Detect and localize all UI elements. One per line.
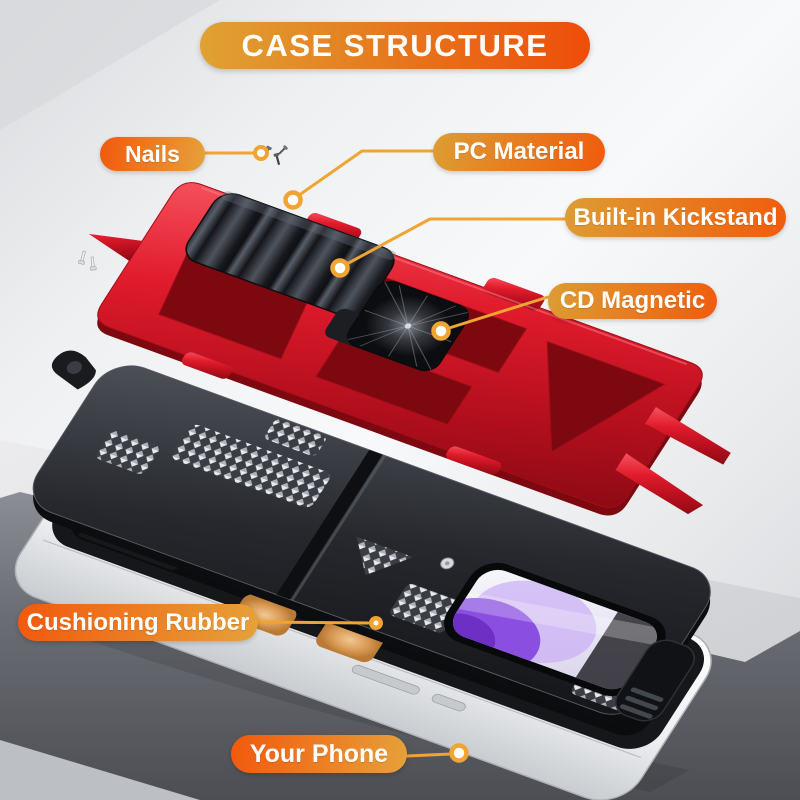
frame-arm <box>615 453 704 515</box>
kickstand-dot <box>330 258 350 278</box>
background-streak <box>0 0 220 130</box>
pc-material-dot <box>283 190 303 210</box>
phone-power-button <box>431 693 466 712</box>
case-hinge-groove <box>276 449 383 600</box>
frame-tab <box>181 352 233 379</box>
case-back <box>32 350 711 724</box>
frame-arm <box>645 406 731 465</box>
knurl-pad <box>96 430 160 474</box>
frame-tab <box>446 446 502 475</box>
callout-built-in-kickstand: Built-in Kickstand <box>565 198 786 237</box>
callout-cd-magnetic: CD Magnetic <box>548 283 717 319</box>
knurl-pad <box>390 584 461 633</box>
frame-tab <box>88 233 143 262</box>
kickstand-line <box>341 217 567 268</box>
knurl-pad <box>265 419 326 456</box>
knurl-pad <box>172 424 330 508</box>
callout-lines <box>203 149 567 758</box>
callout-your-phone: Your Phone <box>231 735 407 773</box>
nail-screws-left <box>77 250 97 271</box>
phone-volume-button <box>351 664 420 695</box>
callout-pc-material: PC Material <box>433 133 605 171</box>
callout-nails: Nails <box>100 137 205 171</box>
your-phone-dot <box>449 743 469 763</box>
pedestal-floor-highlight <box>0 740 200 800</box>
nails-dot <box>253 145 269 161</box>
your-phone-line <box>405 752 453 758</box>
title-banner: CASE STRUCTURE <box>200 22 590 69</box>
cd-magnetic-dot <box>431 321 451 341</box>
callout-cushioning-rubber: Cushioning Rubber <box>18 604 258 641</box>
callout-dots <box>253 145 469 763</box>
cushioning-rubber-line <box>256 620 370 625</box>
cd-magnetic-line <box>444 295 550 331</box>
knurl-pad <box>356 536 413 576</box>
pc-material-line <box>293 149 435 200</box>
